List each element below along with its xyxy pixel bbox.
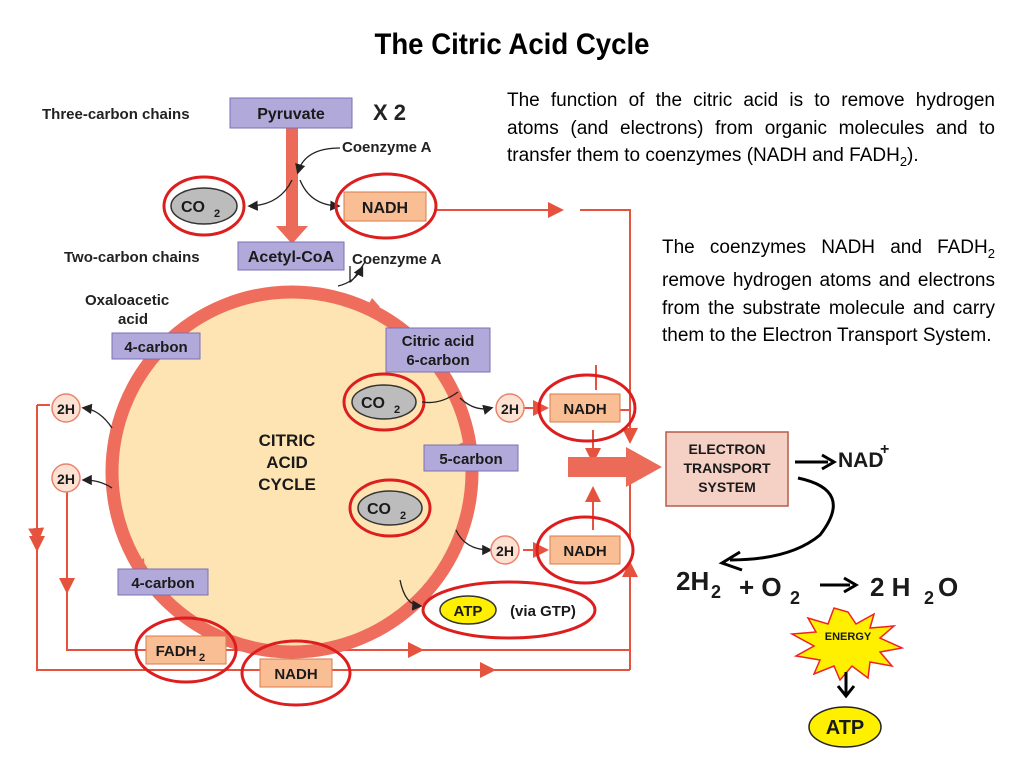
five-carbon-label: 5-carbon xyxy=(439,451,502,468)
two-h-left-1 xyxy=(51,393,81,423)
svg-text:2H: 2H xyxy=(57,401,75,417)
svg-text:2: 2 xyxy=(394,404,400,416)
fadh2-box xyxy=(145,635,227,665)
four-carbon-bottom-label: 4-carbon xyxy=(131,575,194,592)
co2-low-highlight xyxy=(348,478,432,538)
nadh-bottom-highlight xyxy=(240,639,352,707)
svg-text:2: 2 xyxy=(711,582,721,602)
oxaloacetic-acid-label: acid xyxy=(118,311,148,328)
atp-final-oval xyxy=(808,706,882,748)
coenzyme-a-top-label: Coenzyme A xyxy=(342,139,432,156)
acetyl-coa-label: Acetyl-CoA xyxy=(248,249,335,266)
six-carbon-label: 6-carbon xyxy=(406,352,469,369)
page-title: The Citric Acid Cycle xyxy=(374,28,650,61)
atp-small-oval xyxy=(439,595,497,625)
times-two-label: X 2 xyxy=(373,100,406,125)
atp-small-highlight xyxy=(421,580,597,640)
svg-text:ELECTRON: ELECTRON xyxy=(689,441,766,457)
cycle-text-line2: ACID xyxy=(266,453,308,472)
equation-water: 2 H xyxy=(870,572,910,602)
equation-plus-o2: + O xyxy=(739,572,782,602)
two-h-right-2 xyxy=(490,535,520,565)
four-carbon-top-label: 4-carbon xyxy=(124,339,187,356)
energy-burst xyxy=(789,607,905,682)
nadh-top-highlight xyxy=(334,172,438,240)
nadh-mid-box xyxy=(549,393,621,423)
nadh-bottom-label: NADH xyxy=(274,666,317,683)
nad-plus-label: NAD xyxy=(838,449,884,472)
electron-transport-system-box xyxy=(665,431,789,507)
three-carbon-chains-label: Three-carbon chains xyxy=(42,106,190,123)
svg-text:2: 2 xyxy=(214,208,220,220)
five-carbon-box xyxy=(423,444,519,472)
description-function: The function of the citric acid is to re… xyxy=(507,90,995,169)
co2-low-oval xyxy=(357,490,423,526)
nadh-top-box xyxy=(343,191,427,222)
nadh-mid-label: NADH xyxy=(563,401,606,418)
oxaloacetic-label: Oxaloacetic xyxy=(85,292,169,309)
pyruvate-box xyxy=(229,97,353,129)
atp-final-label: ATP xyxy=(826,717,865,739)
svg-text:CO: CO xyxy=(361,395,385,412)
pyruvate-label: Pyruvate xyxy=(257,106,325,123)
co2-top-highlight xyxy=(162,175,246,237)
description-coenzymes: The coenzymes NADH and FADH2 remove hydr… xyxy=(662,237,995,347)
svg-text:O: O xyxy=(938,572,958,602)
svg-text:2H: 2H xyxy=(496,543,514,559)
two-h-left-2 xyxy=(51,463,81,493)
energy-label: ENERGY xyxy=(825,631,872,643)
svg-text:2: 2 xyxy=(790,588,800,608)
fadh2-highlight xyxy=(134,616,238,684)
svg-text:2H: 2H xyxy=(501,401,519,417)
via-gtp-label: (via GTP) xyxy=(510,603,576,620)
co2-top-label: CO xyxy=(181,199,205,216)
four-carbon-bottom-box xyxy=(117,568,209,596)
fadh2-label: FADH xyxy=(156,643,197,660)
svg-text:TRANSPORT: TRANSPORT xyxy=(683,460,771,476)
nadh-low-box xyxy=(549,535,621,565)
cycle-text-line3: CYCLE xyxy=(258,475,316,494)
svg-text:+: + xyxy=(880,441,889,458)
feedback-lines xyxy=(29,202,638,678)
atp-small-label: ATP xyxy=(454,603,483,620)
two-carbon-chains-label: Two-carbon chains xyxy=(64,249,200,266)
svg-text:CO: CO xyxy=(367,501,391,518)
co2-mid-oval xyxy=(351,384,417,420)
svg-text:2: 2 xyxy=(199,652,205,664)
cycle-text-line1: CITRIC xyxy=(259,431,316,450)
svg-text:2: 2 xyxy=(400,510,406,522)
co2-top-oval xyxy=(170,187,238,225)
citric-acid-cycle-ring xyxy=(105,285,479,659)
svg-text:2: 2 xyxy=(924,588,934,608)
svg-text:2H: 2H xyxy=(57,471,75,487)
citric-acid-box xyxy=(385,327,491,373)
coenzyme-a-side-label: Coenzyme A xyxy=(352,251,442,268)
ets-arrow xyxy=(626,447,662,487)
nadh-low-highlight xyxy=(535,515,635,585)
citric-acid-label: Citric acid xyxy=(402,333,475,350)
nadh-bottom-box xyxy=(259,658,333,688)
nadh-top-label: NADH xyxy=(362,200,408,217)
pyruvate-arrow-head xyxy=(276,226,308,244)
four-carbon-top-box xyxy=(111,332,201,360)
nadh-mid-highlight xyxy=(537,373,637,443)
svg-text:SYSTEM: SYSTEM xyxy=(698,479,756,495)
two-h-right-1 xyxy=(495,393,525,423)
nadh-low-label: NADH xyxy=(563,543,606,560)
equation-2h: 2H xyxy=(676,566,709,596)
pyruvate-arrow-shaft xyxy=(286,128,298,228)
acetyl-coa-box xyxy=(237,241,345,271)
